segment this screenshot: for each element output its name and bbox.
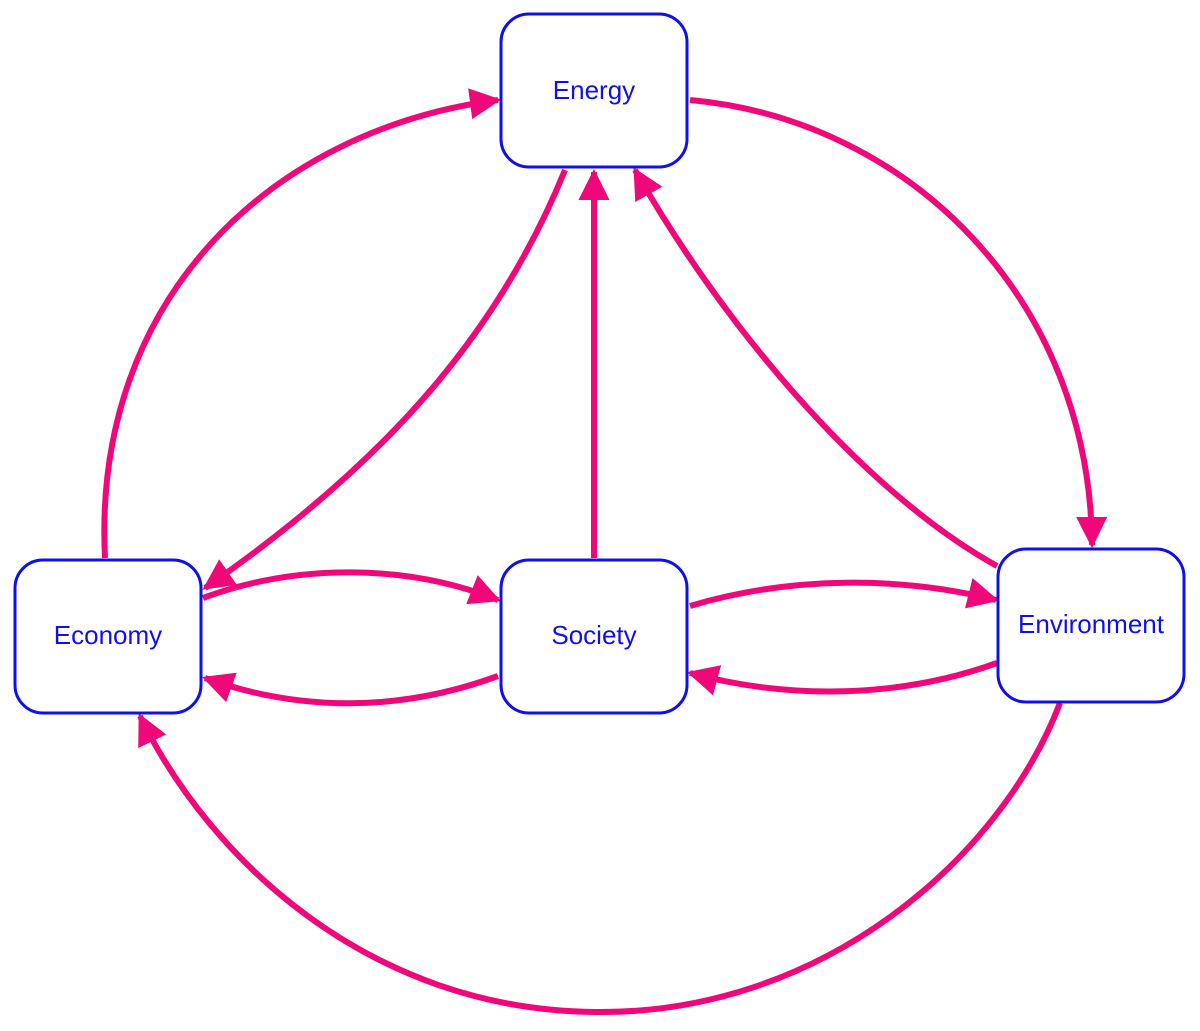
node-energy: Energy: [499, 12, 689, 169]
node-energy-label: Energy: [553, 75, 635, 105]
edges-layer: [101, 88, 1108, 1016]
edge-society-to-economy: [202, 672, 500, 707]
node-environment: Environment: [996, 547, 1186, 704]
node-economy: Economy: [13, 558, 203, 715]
edge-environment-to-energy: [632, 167, 999, 569]
edge-energy-to-environment: [689, 97, 1108, 549]
edge-environment-to-economy: [137, 701, 1063, 1016]
node-economy-box: [13, 558, 203, 715]
edge-economy-to-society: [201, 569, 501, 605]
edge-environment-to-society: [686, 660, 999, 696]
node-environment-label: Environment: [1018, 609, 1165, 639]
node-society-label: Society: [551, 620, 636, 650]
edge-society-to-environment: [689, 578, 1000, 609]
edge-economy-to-energy: [101, 88, 502, 559]
node-society-box: [499, 558, 689, 715]
node-economy-label: Economy: [54, 620, 162, 650]
node-energy-box: [499, 12, 689, 169]
node-environment-box: [996, 547, 1186, 704]
nodes-layer: Energy Economy Society Environment: [13, 12, 1186, 715]
node-society: Society: [499, 558, 689, 715]
edge-energy-to-economy: [202, 168, 568, 591]
